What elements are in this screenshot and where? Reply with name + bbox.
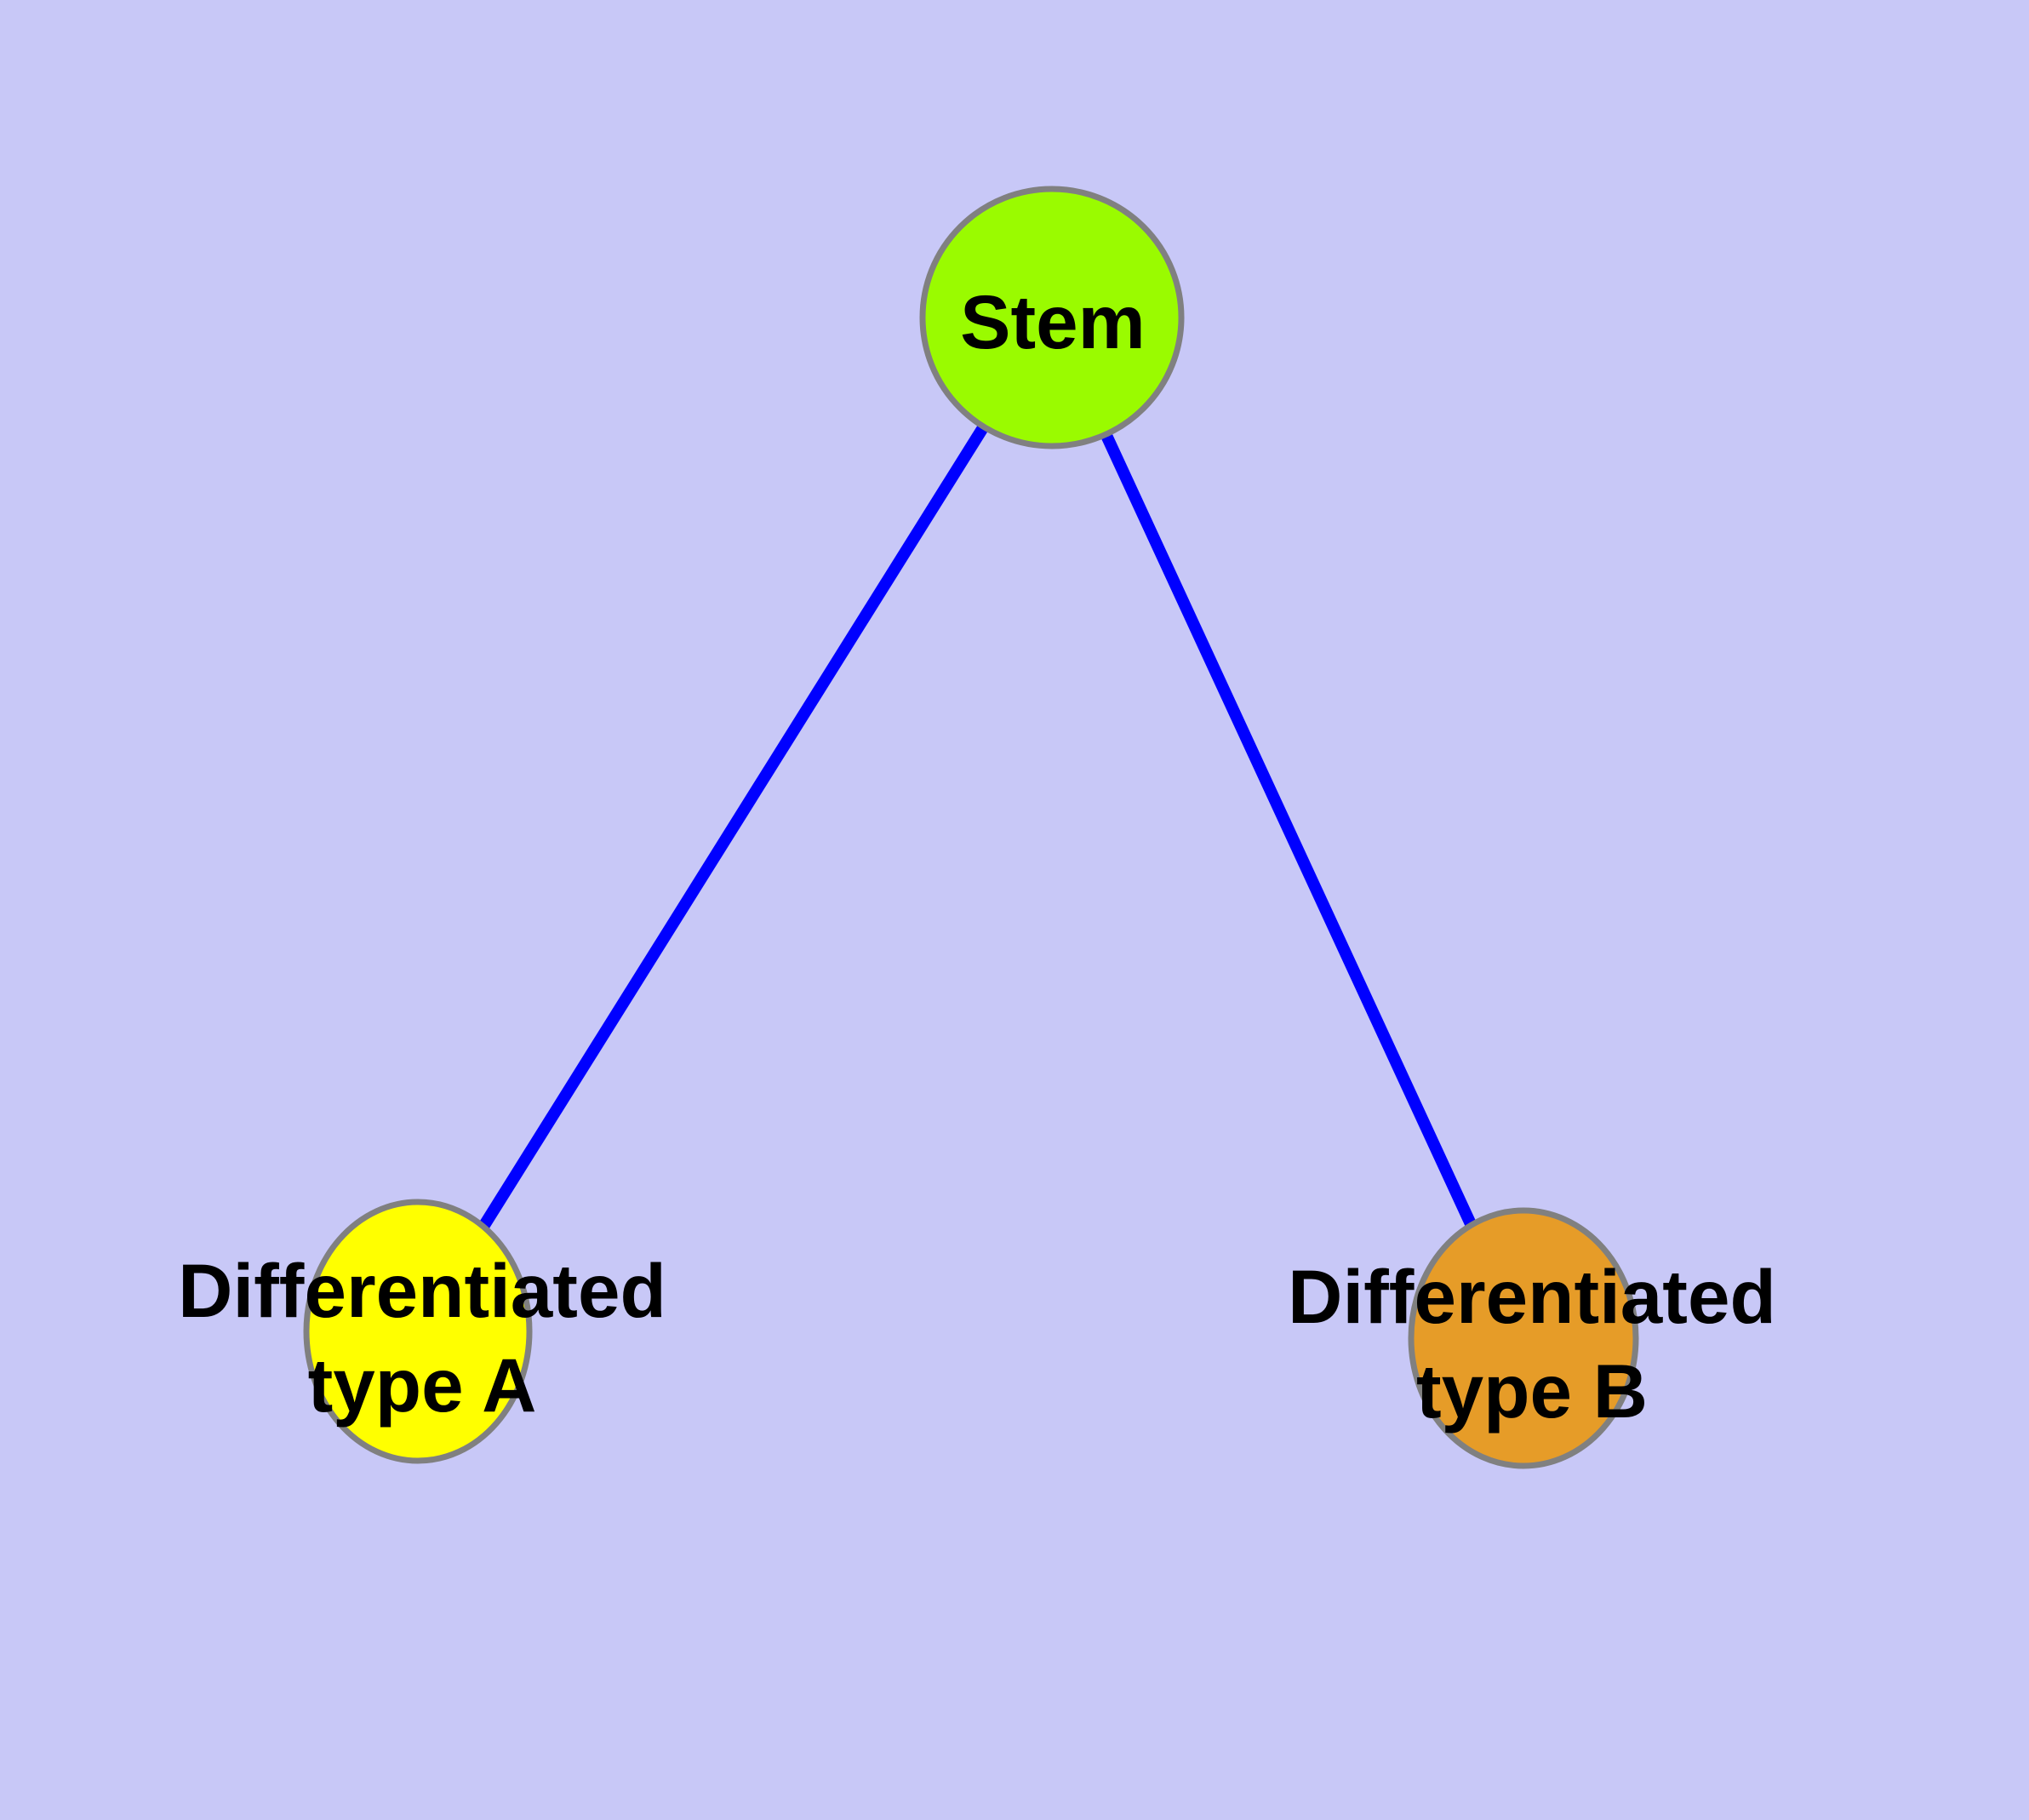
node-stem-shape — [919, 186, 1185, 449]
node-type-b-label-line-1: Differentiated — [1288, 1254, 1776, 1339]
node-type-b-label-line-2: type B — [1416, 1348, 1648, 1434]
node-stem: Stem — [919, 186, 1185, 449]
node-type-a-label-line-2: type A — [308, 1342, 537, 1428]
node-differentiated-type-b: Differentiated type B — [1288, 1207, 1776, 1469]
node-type-a-label-line-1: Differentiated — [178, 1248, 666, 1333]
node-type-a-shape — [303, 1199, 533, 1464]
edge-stem-to-type-a — [413, 314, 1057, 1335]
edges — [413, 314, 1529, 1341]
edge-stem-to-type-b — [1046, 315, 1529, 1341]
node-stem-label: Stem — [960, 279, 1146, 364]
node-type-b-shape — [1408, 1207, 1639, 1469]
node-differentiated-type-a: Differentiated type A — [178, 1199, 666, 1464]
